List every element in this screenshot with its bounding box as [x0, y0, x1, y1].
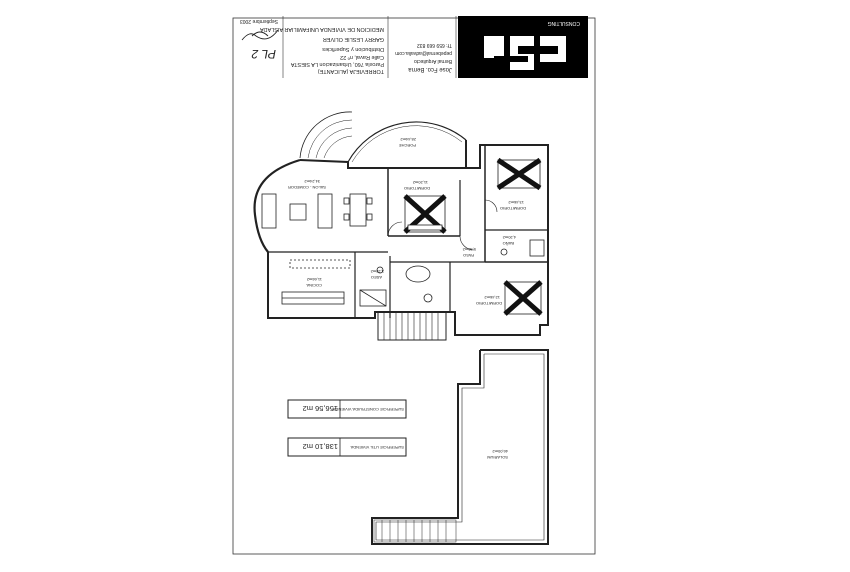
date: Septiembre 2003: [240, 18, 278, 24]
room-porche: PORCHE: [399, 143, 416, 148]
bathtub: [405, 265, 431, 283]
surface-util-value: 138,10 m2: [303, 442, 338, 451]
project-title: MEDICION DE VIVIENDA UNIFAMILIAR AISLADA: [260, 26, 384, 32]
bed-2: [496, 157, 542, 191]
salon-curved-wall: [253, 158, 301, 253]
room-solarium: SOLARIUM: [487, 455, 508, 460]
room-porche-area: 28,44m2: [400, 137, 416, 142]
surface-construida-label: SUPERFICIE CONSTRUIDA VIVIENDA: [333, 407, 404, 412]
room-cocina: COCINA: [306, 283, 322, 288]
shower: [529, 239, 545, 257]
solarium-plan: [371, 349, 549, 545]
room-dorm1-area: 11,20m2: [412, 180, 428, 185]
room-bano: BAÑO: [503, 241, 514, 246]
room-dorm1: DORMITORIO: [404, 186, 430, 191]
room-dorm3-area: 12,46m2: [484, 295, 500, 300]
toilet: [423, 293, 433, 303]
room-aseo-area: 3,22m2: [370, 269, 384, 274]
address-line-1: Calle Raval, nº 22: [340, 54, 384, 61]
exterior-wall: [299, 140, 467, 169]
room-salon: SALON - COMEDOR: [288, 185, 326, 190]
plan-number: PL 2: [251, 47, 276, 61]
title-block: CONSULTING Jose Fco. Berna Bernal Arquit…: [240, 16, 588, 78]
page-frame: [232, 17, 596, 555]
logo-caption: CONSULTING: [547, 20, 580, 26]
dining-table: [349, 193, 367, 227]
solarium-stairs: [373, 519, 457, 543]
coffee-table: [289, 203, 307, 221]
room-aseo: ASEO: [371, 275, 382, 280]
room-dorm3: DORMITORIO: [476, 301, 502, 306]
porch-arc: [347, 121, 467, 163]
room-paso-area: 5,30m2: [462, 247, 476, 252]
client-name: GARRY LESLIE OLIVER: [323, 36, 384, 42]
stairs: [377, 311, 447, 341]
phone: Tf: 659 669 832: [417, 42, 452, 48]
surface-util-box: SUPERFICIE UTIL VIVIENDA 138,10 m2: [287, 437, 407, 457]
surface-util-label: SUPERFICIE UTIL VIVIENDA: [350, 445, 404, 450]
subtitle: Distribucion y Superficies: [322, 46, 384, 52]
room-dorm2: DORMITORIO: [500, 206, 526, 211]
surface-construida-value: 156,56 m2: [303, 404, 338, 413]
author-name: Jose Fco. Berna: [408, 66, 452, 72]
furniture: [261, 157, 545, 316]
architect-logo: CONSULTING: [484, 20, 580, 70]
author-role: Bernal Arquitecto: [414, 58, 452, 64]
sofa: [261, 193, 277, 229]
surface-construida-box: SUPERFICIE CONSTRUIDA VIVIENDA 156,56 m2: [287, 399, 407, 419]
room-solarium-area: 46,00m2: [492, 449, 508, 454]
room-bano-area: 4,20m2: [502, 235, 516, 240]
bed-3: [503, 280, 543, 316]
room-salon-area: 34,24m2: [304, 179, 320, 184]
email: pepebernal@advalia.com: [395, 50, 452, 56]
room-paso: PASO: [463, 253, 474, 258]
city: TORREVIEJA (ALICANTE): [318, 68, 384, 74]
bed-1: [403, 194, 447, 234]
room-dorm2-area: 13,46m2: [508, 200, 524, 205]
porch-steps: [299, 111, 353, 159]
signature: [241, 29, 279, 41]
room-cocina-area: 11,66m2: [306, 277, 322, 282]
address-line-2: Parcela 760, Urbanizacion LA SIESTA: [291, 61, 384, 67]
house-plan: [253, 111, 549, 336]
